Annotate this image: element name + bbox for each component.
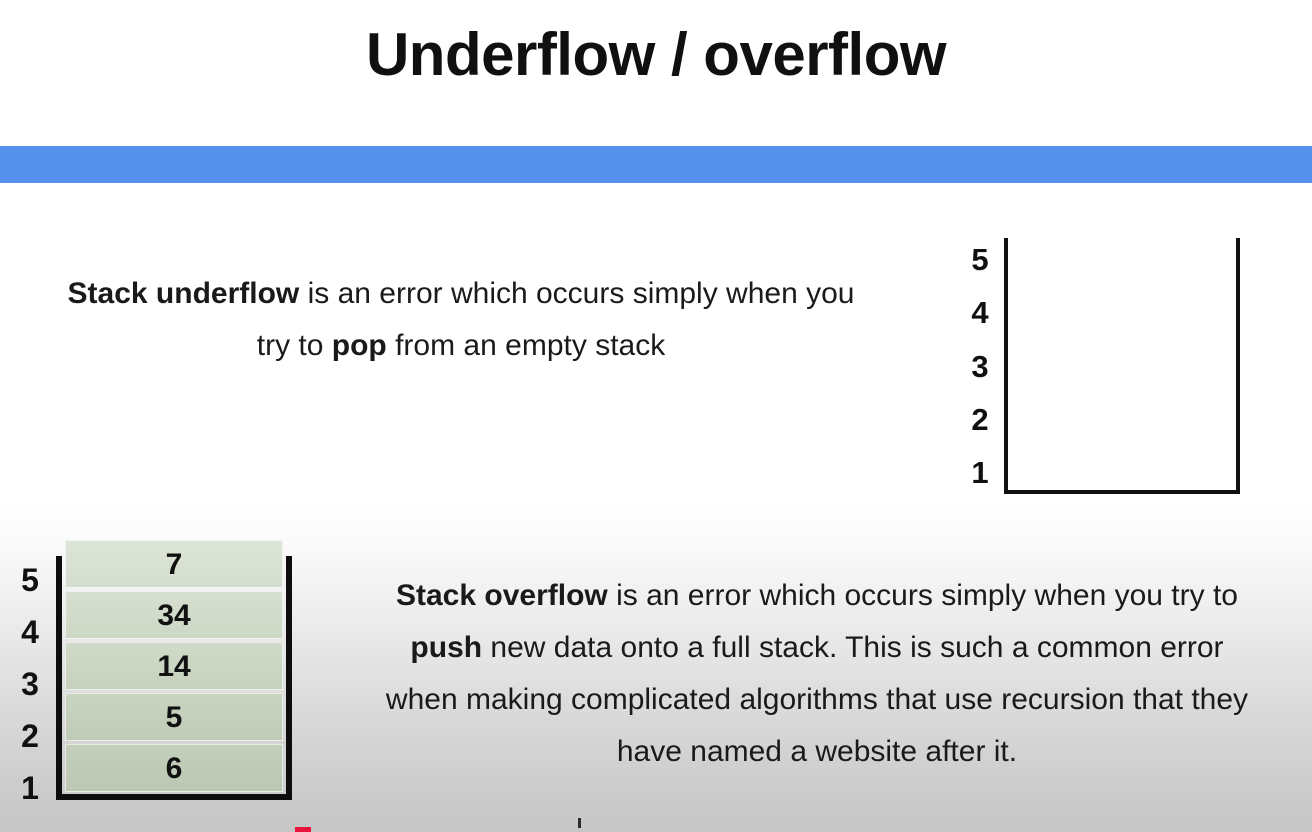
overflow-line-4: complicated algorithms that use recursio… — [571, 683, 1183, 716]
underflow-term: Stack underflow — [67, 277, 300, 310]
empty-stack-index-5: 5 — [971, 242, 989, 277]
overflow-line2-pre: when you try to — [1034, 579, 1238, 612]
full-stack-index-column: 5 4 3 2 1 — [18, 540, 56, 814]
full-stack-index-4: 4 — [21, 614, 39, 650]
pop-keyword: pop — [331, 329, 387, 362]
overflow-line2-post: new data onto a full stack. — [482, 631, 838, 664]
full-stack-index-1: 1 — [21, 770, 39, 806]
empty-stack-container — [1004, 238, 1240, 494]
underflow-line1-rest: is an error which occurs — [299, 277, 625, 310]
overflow-line-1: Stack overflow is an error which occurs … — [396, 579, 1026, 612]
video-seek-tick[interactable] — [578, 818, 581, 828]
video-progress-marker[interactable] — [295, 827, 311, 832]
underflow-line2-post: from an empty — [386, 329, 587, 362]
full-stack-diagram: 5 4 3 2 1 7 34 14 5 6 — [18, 540, 292, 814]
empty-stack-diagram: 5 4 3 2 1 — [968, 238, 1240, 496]
full-stack-container: 7 34 14 5 6 — [56, 540, 292, 800]
overflow-line-2: when you try to push new data onto a ful… — [410, 579, 1238, 664]
empty-stack-index-column: 5 4 3 2 1 — [968, 238, 1004, 496]
accent-divider-bar — [0, 146, 1312, 183]
page-title: Underflow / overflow — [365, 21, 947, 88]
empty-stack-index-1: 1 — [971, 455, 989, 490]
underflow-line-3: stack — [595, 329, 666, 362]
full-stack-cell-list: 7 34 14 5 6 — [65, 540, 283, 792]
underflow-description: Stack underflow is an error which occurs… — [56, 268, 866, 372]
underflow-line-2: simply when you try to pop from an empty — [257, 277, 855, 362]
full-stack-index-2: 2 — [21, 718, 39, 754]
stack-cell-1: 6 — [65, 744, 283, 792]
underflow-line2-pre: simply when you try to — [256, 277, 855, 362]
push-keyword: push — [410, 631, 483, 664]
overflow-line1-rest: is an error which occurs simply — [607, 579, 1027, 612]
empty-stack-index-3: 3 — [971, 348, 989, 384]
stack-cell-4: 34 — [65, 591, 283, 639]
stack-cell-2: 5 — [65, 693, 283, 741]
stack-cell-3: 14 — [65, 642, 283, 690]
overflow-line-5: they have named a website after it. — [616, 683, 1249, 768]
empty-stack-index-4: 4 — [971, 295, 989, 331]
full-stack-index-3: 3 — [21, 666, 39, 702]
underflow-line-1: Stack underflow is an error which occurs — [68, 277, 625, 310]
overflow-term: Stack overflow — [396, 579, 608, 612]
overflow-description: Stack overflow is an error which occurs … — [372, 570, 1262, 778]
full-stack-index-5: 5 — [21, 562, 39, 598]
empty-stack-index-2: 2 — [971, 401, 989, 437]
overflow-line-3: This is such a common error when making — [385, 631, 1224, 716]
stack-cell-5: 7 — [65, 540, 283, 588]
